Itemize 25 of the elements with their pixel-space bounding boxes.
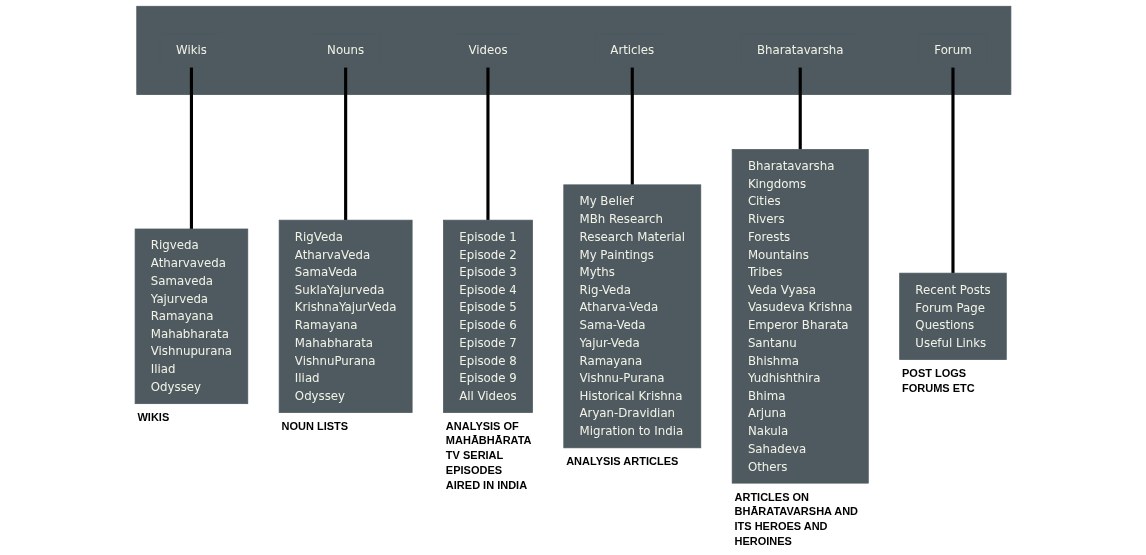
- node-text: Forum: [934, 43, 972, 58]
- node-box: My Belief MBh Research Research Material My Paintings Myths Rig-Veda Atharva-Veda Sama-Veda Yajur-Veda Ramayana Vishnu-Purana Historical Krishna Aryan-Dravidian Migration to India: [563, 184, 702, 449]
- node-text: Videos: [468, 43, 508, 58]
- connector: [344, 67, 348, 221]
- node-caption: ANALYSIS ARTICLES: [565, 454, 680, 469]
- node-caption: WIKIS: [136, 409, 171, 425]
- connector: [951, 67, 955, 274]
- connector: [189, 67, 193, 229]
- node-text: Articles: [610, 43, 655, 58]
- connector: [486, 67, 490, 221]
- node-caption: ANALYSIS OF MAHĀBHĀRATA TV SERIAL EPISODES AIRED IN INDIA: [444, 418, 533, 493]
- node-box: RigVeda AtharvaVeda SamaVeda SuklaYajurveda KrishnaYajurVeda Ramayana Mahabharata VishnuPurana Iliad Odyssey: [278, 219, 413, 413]
- node-box: Recent Posts Forum Page Questions Useful Links: [899, 272, 1007, 360]
- node-text: Nouns: [327, 43, 365, 58]
- node-text: Wikis: [176, 43, 207, 58]
- node-box: Episode 1 Episode 2 Episode 3 Episode 4 Episode 5 Episode 6 Episode 7 Episode 8 Episode 9 All Videos: [443, 219, 533, 413]
- cluster: [136, 5, 1012, 95]
- connector: [798, 67, 802, 150]
- node-box: Rigveda Atharvaveda Samaveda Yajurveda Ramayana Mahabharata Vishnupurana Iliad Odyssey: [134, 228, 249, 405]
- node-text: Bharatavarsha: [756, 43, 844, 58]
- node-caption: ARTICLES ON BHĀRATAVARSHA AND ITS HEROES AND HEROINES: [733, 489, 860, 549]
- connector: [630, 67, 634, 185]
- node-caption: POST LOGS FORUMS ETC: [901, 365, 976, 396]
- node-caption: NOUN LISTS: [280, 418, 350, 434]
- node-box: Bharatavarsha Kingdoms Cities Rivers Forests Mountains Tribes Veda Vyasa Vasudeva Krishna Emperor Bharata Santanu Bhishma Yudhishthira Bhima Arjuna Nakula Sahadeva Others: [731, 149, 869, 484]
